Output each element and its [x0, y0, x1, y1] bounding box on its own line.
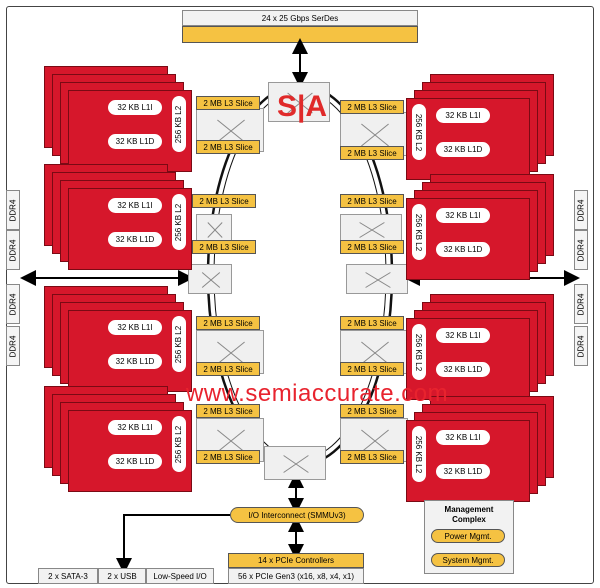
l1d-cache: 32 KB L1D: [108, 454, 162, 469]
ddr4-channel: DDR4: [6, 230, 20, 270]
l1d-cache: 32 KB L1D: [108, 232, 162, 247]
l3-slice: 2 MB L3 Slice: [340, 146, 404, 160]
l3-slice: 2 MB L3 Slice: [340, 194, 404, 208]
l2-cache: 256 KB L2: [172, 194, 186, 250]
l2-cache-label: 256 KB L2: [174, 203, 184, 241]
l3-slice: 2 MB L3 Slice: [196, 450, 260, 464]
io-interconnect: I/O Interconnect (SMMUv3): [230, 507, 364, 523]
ddr4-label: DDR4: [576, 335, 586, 357]
ddr4-label: DDR4: [576, 239, 586, 261]
l1d-cache: 32 KB L1D: [436, 242, 490, 257]
l1i-cache: 32 KB L1I: [436, 328, 490, 343]
l3-slice: 2 MB L3 Slice: [340, 362, 404, 376]
l3-slice: 2 MB L3 Slice: [192, 240, 256, 254]
l3-slice: 2 MB L3 Slice: [340, 316, 404, 330]
l3-slice: 2 MB L3 Slice: [340, 240, 404, 254]
l3-slice: 2 MB L3 Slice: [192, 194, 256, 208]
management-complex: Management Complex Power Mgmt. System Mg…: [424, 500, 514, 574]
l3-slice: 2 MB L3 Slice: [340, 100, 404, 114]
crossbar-switch: [340, 214, 402, 244]
l3-slice: 2 MB L3 Slice: [196, 140, 260, 154]
ddr4-channel: DDR4: [574, 230, 588, 270]
l1i-cache: 32 KB L1I: [108, 100, 162, 115]
ddr4-label: DDR4: [8, 199, 18, 221]
l2-cache-label: 256 KB L2: [414, 113, 424, 151]
l2-cache-label: 256 KB L2: [174, 105, 184, 143]
l2-cache-label: 256 KB L2: [414, 435, 424, 473]
l1d-cache: 32 KB L1D: [108, 354, 162, 369]
l2-cache: 256 KB L2: [172, 416, 186, 472]
l1d-cache: 32 KB L1D: [436, 362, 490, 377]
sata-block: 2 x SATA-3: [38, 568, 98, 584]
ddr4-label: DDR4: [8, 335, 18, 357]
ddr4-label: DDR4: [8, 239, 18, 261]
lowspeed-link: [116, 514, 230, 574]
l2-cache-label: 256 KB L2: [414, 213, 424, 251]
ddr4-channel: DDR4: [574, 190, 588, 230]
pcie-controllers: 14 x PCIe Controllers: [228, 553, 364, 568]
crossbar-switch: [188, 264, 232, 294]
l1i-cache: 32 KB L1I: [436, 430, 490, 445]
l2-cache-label: 256 KB L2: [174, 425, 184, 463]
serdes-title: 24 x 25 Gbps SerDes: [182, 10, 418, 26]
crossbar-switch: [346, 264, 408, 294]
l1i-cache: 32 KB L1I: [108, 320, 162, 335]
l2-cache: 256 KB L2: [412, 426, 426, 482]
power-mgmt: Power Mgmt.: [431, 529, 505, 543]
ddr4-channel: DDR4: [574, 284, 588, 324]
ddr4-channel: DDR4: [6, 326, 20, 366]
l3-slice: 2 MB L3 Slice: [196, 404, 260, 418]
l1d-cache: 32 KB L1D: [436, 142, 490, 157]
ddr4-channel: DDR4: [6, 284, 20, 324]
pcie-lanes: 56 x PCIe Gen3 (x16, x8, x4, x1): [228, 568, 364, 584]
l2-cache-label: 256 KB L2: [414, 333, 424, 371]
l2-cache: 256 KB L2: [172, 96, 186, 152]
ddr4-label: DDR4: [576, 293, 586, 315]
l3-slice: 2 MB L3 Slice: [196, 362, 260, 376]
ddr4-channel: DDR4: [574, 326, 588, 366]
crossbar-switch: [264, 446, 326, 480]
system-mgmt: System Mgmt.: [431, 553, 505, 567]
l2-cache: 256 KB L2: [412, 204, 426, 260]
l1d-cache: 32 KB L1D: [108, 134, 162, 149]
l1i-cache: 32 KB L1I: [436, 208, 490, 223]
ddr4-label: DDR4: [8, 293, 18, 315]
ddr4-channel: DDR4: [6, 190, 20, 230]
core-card: [406, 198, 530, 280]
sa-logo: S|A: [276, 90, 328, 123]
usb-block: 2 x USB: [98, 568, 146, 584]
l3-slice: 2 MB L3 Slice: [340, 450, 404, 464]
l1i-cache: 32 KB L1I: [436, 108, 490, 123]
l2-cache-label: 256 KB L2: [174, 325, 184, 363]
watermark: www.semiaccurate.com: [186, 380, 449, 407]
l3-slice: 2 MB L3 Slice: [340, 404, 404, 418]
l2-cache: 256 KB L2: [172, 316, 186, 372]
crossbar-switch: [268, 82, 330, 122]
l1i-cache: 32 KB L1I: [108, 420, 162, 435]
l2-cache: 256 KB L2: [412, 324, 426, 380]
lowspeed-block: Low-Speed I/O: [146, 568, 214, 584]
l3-slice: 2 MB L3 Slice: [196, 96, 260, 110]
management-title: Management Complex: [444, 505, 494, 524]
l2-cache: 256 KB L2: [412, 104, 426, 160]
l1d-cache: 32 KB L1D: [436, 464, 490, 479]
ddr4-label: DDR4: [576, 199, 586, 221]
l1i-cache: 32 KB L1I: [108, 198, 162, 213]
l3-slice: 2 MB L3 Slice: [196, 316, 260, 330]
